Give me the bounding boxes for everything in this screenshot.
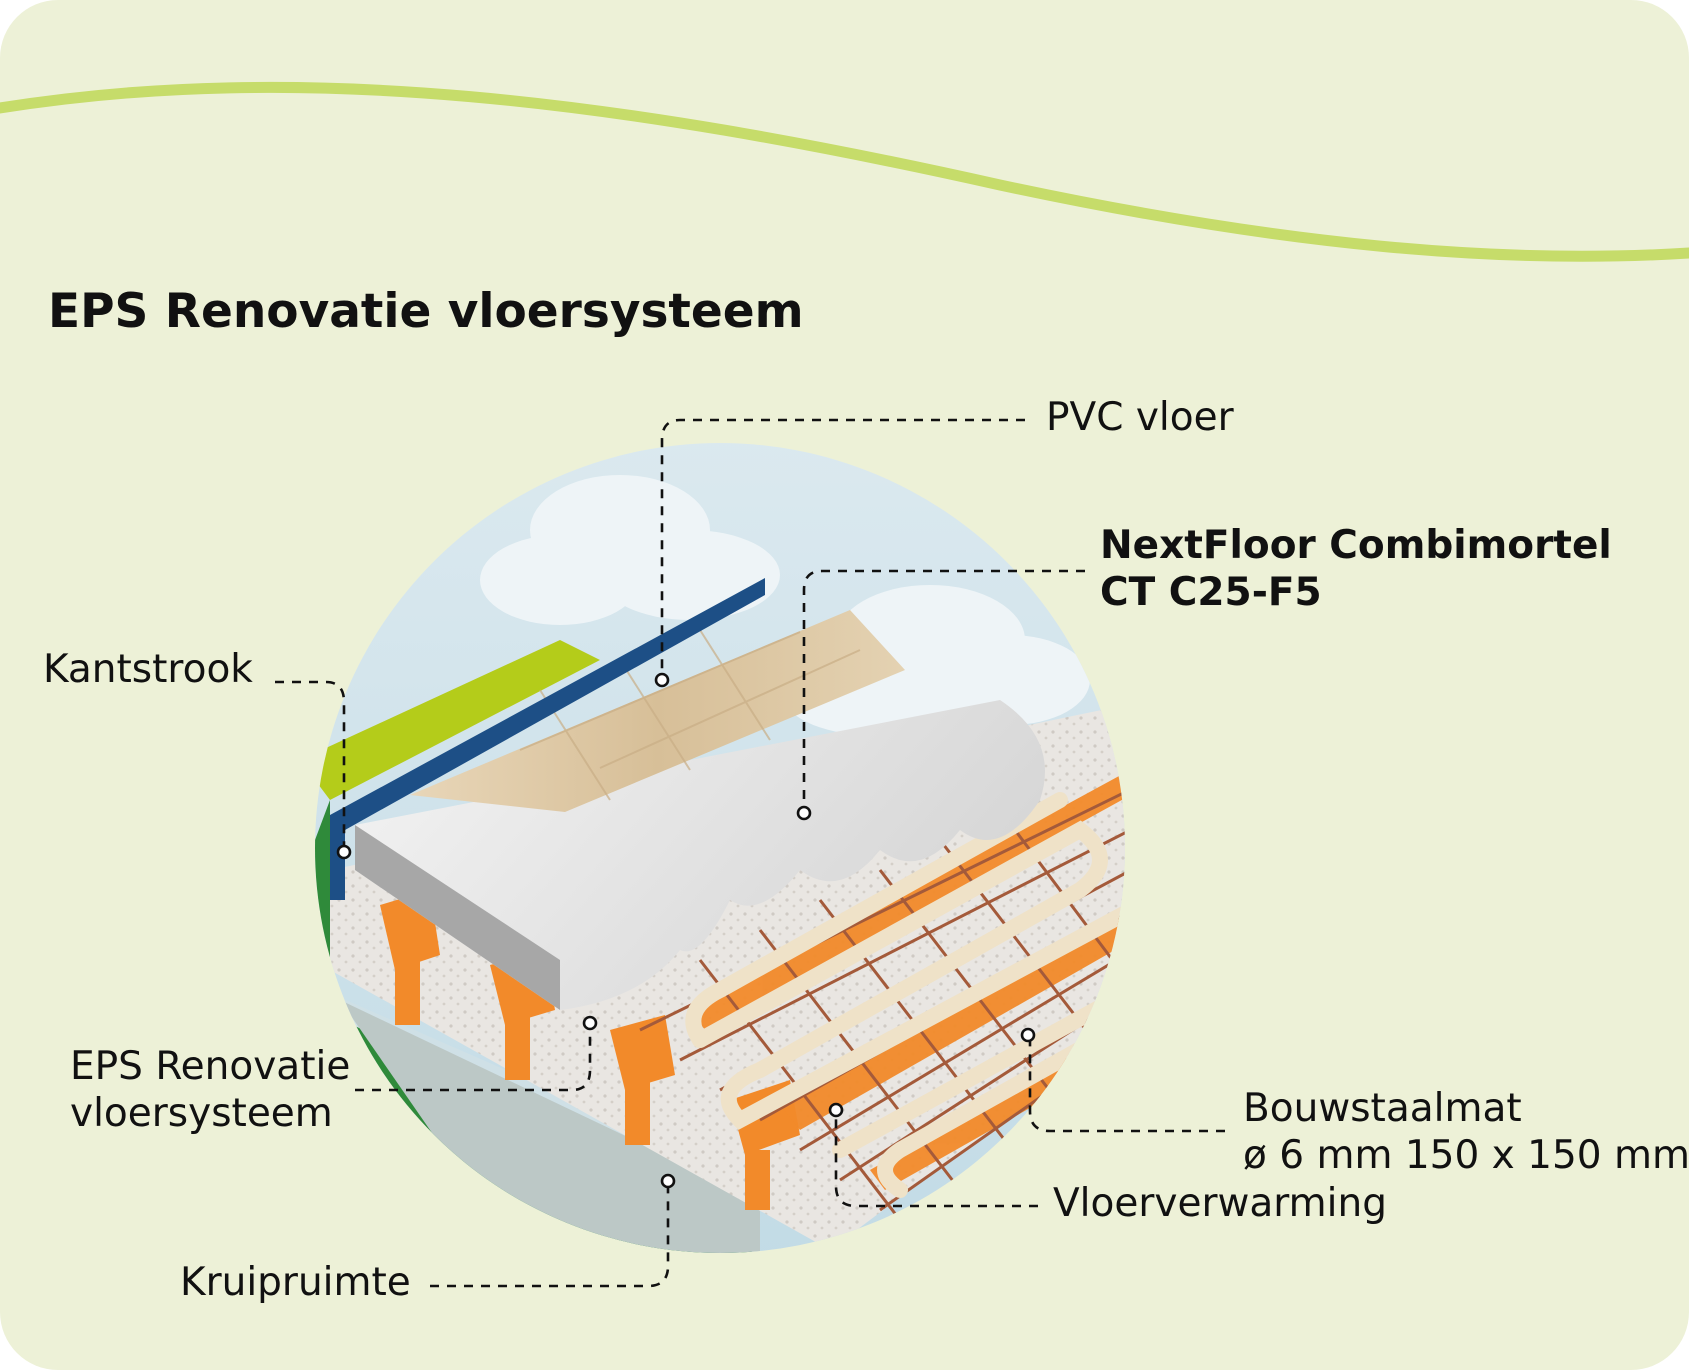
label-pvc-vloer: PVC vloer [1046,395,1234,440]
label-eps-line2: vloersysteem [70,1091,333,1136]
label-combimortel: NextFloor Combimortel CT C25-F5 [1100,522,1612,616]
label-eps-renovatie: EPS Renovatie vloersysteem [70,1043,350,1137]
label-bouwstaalmat-line1: Bouwstaalmat [1243,1086,1522,1131]
decorative-wave [0,81,1689,262]
label-bouwstaalmat-line2: ø 6 mm 150 x 150 mm [1243,1133,1689,1178]
label-bouwstaalmat: Bouwstaalmat ø 6 mm 150 x 150 mm [1243,1085,1689,1179]
label-eps-line1: EPS Renovatie [70,1044,351,1089]
label-combimortel-line2: CT C25-F5 [1100,570,1322,615]
label-vloerverwarming: Vloerverwarming [1053,1181,1387,1226]
label-combimortel-line1: NextFloor Combimortel [1100,523,1612,568]
page-title: EPS Renovatie vloersysteem [48,284,804,339]
label-kantstrook: Kantstrook [43,647,253,692]
label-kruipruimte: Kruipruimte [180,1260,411,1305]
